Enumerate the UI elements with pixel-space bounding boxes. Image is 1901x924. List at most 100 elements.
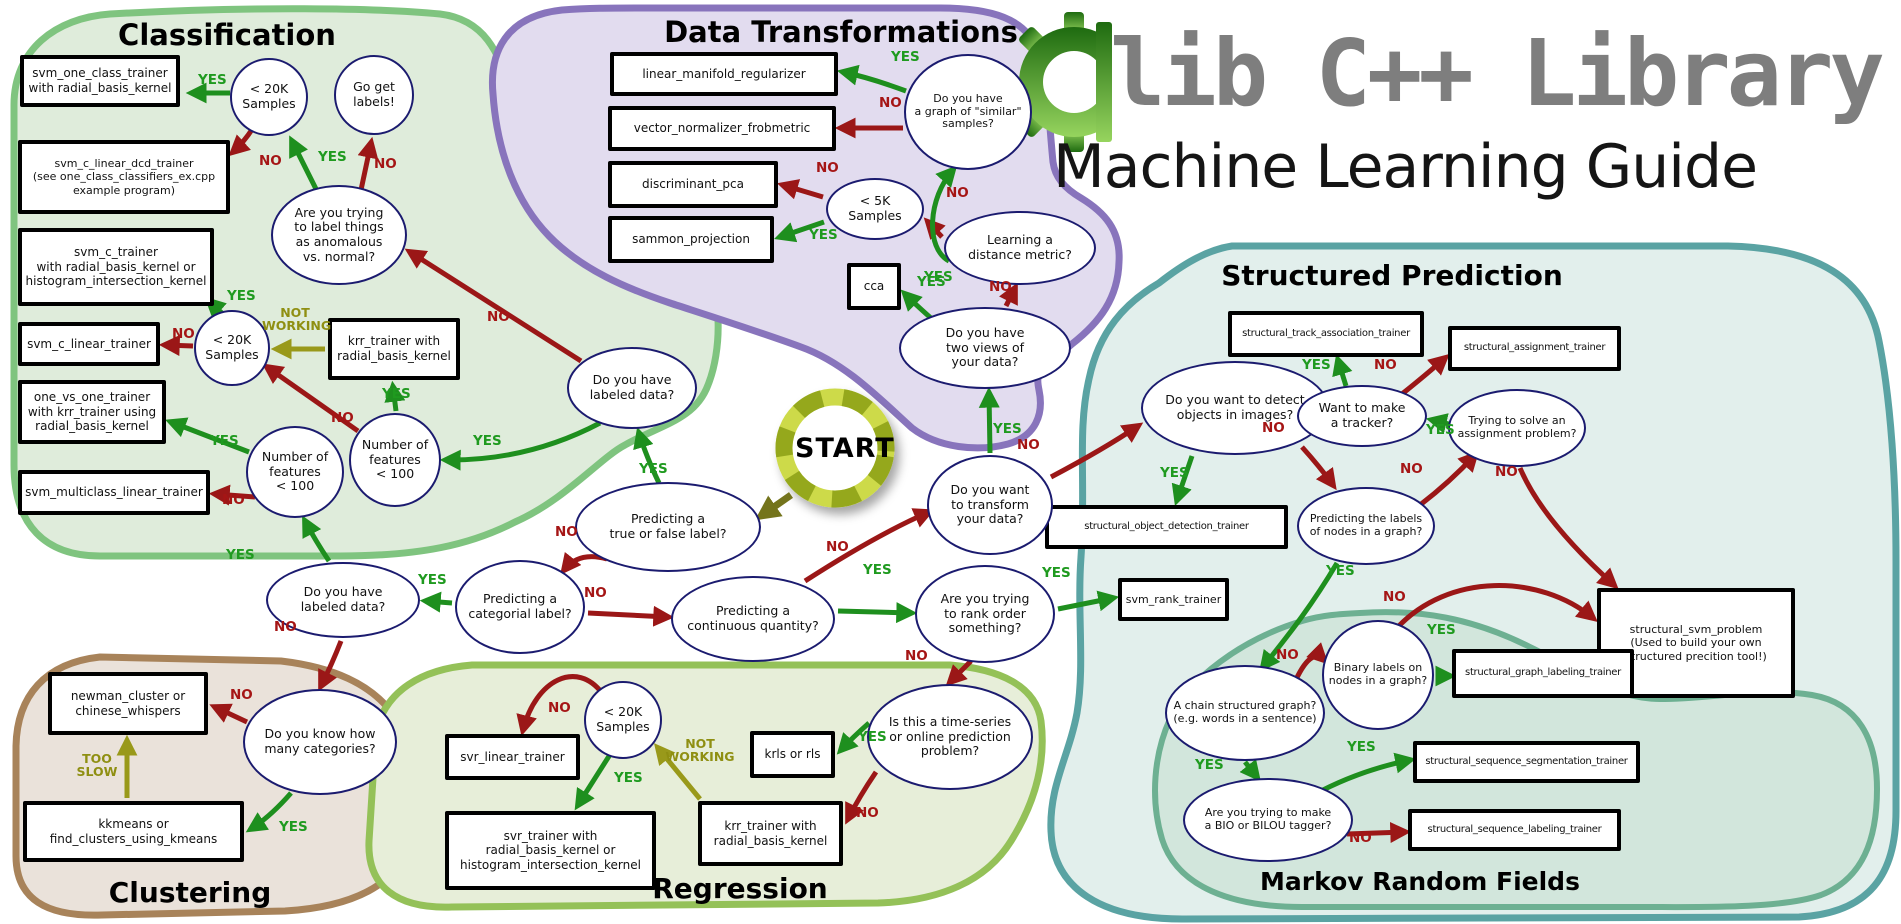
edge-anomalous-to-lt20k-class-top [289, 135, 320, 193]
edge-labeled-center-to-know-categories [318, 640, 344, 692]
node-true-false: Predicting a true or false label? [575, 482, 761, 572]
edge-label-lt20k-reg-to-svr-trainer: YES [614, 770, 643, 786]
edge-labeled-center-to-features-left [302, 515, 332, 563]
node-graph-similar: Do you have a graph of "similar" samples… [904, 54, 1032, 170]
edge-label-lt5k-to-discriminant-pca: NO [816, 160, 839, 176]
node-svm-c-linear: svm_c_linear_trainer [18, 322, 160, 366]
edge-label-timeseries-to-krls: YES [858, 729, 887, 745]
edge-label-binary-labels-to-graph-labeling: YES [1427, 622, 1456, 638]
node-vector-normalizer: vector_normalizer_frobmetric [608, 106, 836, 151]
node-one-vs-one: one_vs_one_trainer with krr_trainer usin… [18, 380, 166, 444]
edge-label-binary-labels-to-svm-problem: NO [1383, 589, 1406, 605]
region-title-data-transformations: Data Transformations [664, 15, 1018, 49]
node-labeled-center: Do you have labeled data? [266, 562, 420, 638]
edge-label-features-right-to-lt20k-class-mid: NO [331, 410, 354, 426]
edge-label-tracker-to-assignment: NO [1374, 357, 1397, 373]
edge-label-krr-reg-to-lt20k-reg: NOT WORKING [665, 736, 735, 764]
edge-transform-to-detect-objects [1049, 422, 1144, 480]
library-title: lib C++ Library [1110, 20, 1885, 127]
node-timeseries: Is this a time-series or online predicti… [867, 684, 1033, 790]
edge-assign-problem-to-tracker [1425, 413, 1450, 434]
node-krr-top: krr_trainer with radial_basis_kernel [328, 318, 460, 380]
edge-lt20k-class-mid-to-svm-c-linear [158, 335, 194, 357]
edge-detect-objects-to-pred-labels [1300, 445, 1337, 491]
node-know-categories: Do you know how many categories? [243, 689, 397, 795]
edge-label-categorial-to-labeled-center: YES [418, 572, 447, 588]
node-svm-rank: svm_rank_trainer [1118, 578, 1229, 621]
edge-label-rank-order-to-svm-rank: YES [1042, 565, 1071, 581]
node-cca: cca [847, 263, 901, 310]
edge-label-lt20k-class-mid-to-svm-c-linear: NO [172, 326, 195, 342]
node-categorial: Predicting a categorial label? [455, 560, 585, 654]
edge-label-lt5k-to-sammon: YES [809, 227, 838, 243]
edge-timeseries-to-krls [836, 721, 871, 755]
edge-label-detect-objects-to-pred-labels: NO [1262, 420, 1285, 436]
edge-label-true-false-to-labeled-arm: YES [639, 461, 668, 477]
edge-label-bio-tagger-to-seq-labeling: NO [1349, 830, 1372, 846]
edge-label-true-false-to-categorial: NO [555, 524, 578, 540]
edge-tracker-to-track-assoc [1332, 353, 1353, 387]
edge-true-false-to-labeled-arm [633, 426, 662, 485]
edge-label-two-views-to-distance-metric: NO [989, 279, 1012, 295]
edge-rank-order-to-svm-rank [1057, 590, 1120, 612]
region-title-regression: Regression [652, 872, 828, 905]
edge-continuous-to-rank-order [837, 602, 918, 624]
edge-pred-labels-to-assign-problem [1418, 450, 1480, 507]
edge-bio-tagger-to-seq-segmentation [1319, 752, 1417, 794]
node-two-views: Do you have two views of your data? [899, 307, 1071, 389]
edge-label-labeled-center-to-features-left: YES [226, 547, 255, 563]
edge-label-categorial-to-continuous: NO [584, 585, 607, 601]
edge-labeled-arm-to-anomalous [404, 248, 583, 364]
edge-rank-order-to-timeseries [945, 659, 973, 687]
node-rank-order: Are you trying to rank order something? [915, 565, 1055, 663]
node-tracker: Want to make a tracker? [1297, 385, 1427, 447]
node-continuous: Predicting a continuous quantity? [671, 576, 835, 662]
node-sammon: sammon_projection [608, 216, 774, 263]
edge-label-graph-similar-to-vector-normalizer: NO [879, 95, 902, 111]
node-bio-tagger: Are you trying to make a BIO or BILOU ta… [1183, 778, 1353, 862]
edge-lt5k-to-discriminant-pca [776, 179, 824, 200]
region-title-markov-random-fields: Markov Random Fields [1260, 867, 1580, 896]
edge-features-right-to-lt20k-class-mid [261, 363, 360, 434]
node-anomalous: Are you trying to label things as anomal… [271, 185, 407, 285]
edge-label-lt20k-class-top-to-svm-c-linear-dcd: NO [259, 153, 282, 169]
edge-label-chain-graph-to-bio-tagger: YES [1195, 757, 1224, 773]
edge-know-categories-to-newman [209, 703, 249, 725]
node-lt20k-class-top: < 20K Samples [230, 58, 308, 136]
node-labeled-arm: Do you have labeled data? [567, 347, 697, 429]
edge-label-two-views-to-cca: YES [917, 274, 946, 290]
edge-pred-labels-to-chain-graph [1259, 561, 1340, 672]
node-features-left: Number of features < 100 [246, 426, 344, 518]
edge-label-labeled-arm-to-features-right: YES [473, 433, 502, 449]
node-kkmeans: kkmeans or find_clusters_using_kmeans [23, 801, 244, 862]
node-svm-c-linear-dcd: svm_c_linear_dcd_trainer (see one_class_… [18, 140, 230, 214]
edge-label-labeled-arm-to-anomalous: NO [487, 309, 510, 325]
node-pred-labels: Predicting the labels of nodes in a grap… [1297, 487, 1435, 565]
node-svm-one-class: svm_one_class_trainer with radial_basis_… [20, 55, 180, 107]
edge-label-timeseries-to-krr-reg: NO [856, 805, 879, 821]
edge-label-continuous-to-rank-order: YES [863, 562, 892, 578]
region-title-structured-prediction: Structured Prediction [1221, 259, 1563, 292]
start-badge-ring [775, 388, 895, 508]
edge-start-to-true-false [754, 492, 794, 521]
edge-label-kkmeans-to-newman: TOO SLOW [76, 751, 118, 779]
edge-label-anomalous-to-go-get-labels: NO [374, 156, 397, 172]
node-go-get-labels: Go get labels! [334, 55, 414, 135]
edge-label-pred-labels-to-assign-problem: NO [1400, 461, 1423, 477]
edge-label-lt20k-reg-to-svr-linear: NO [548, 700, 571, 716]
edge-chain-graph-to-bio-tagger [1239, 758, 1261, 782]
edge-categorial-to-labeled-center [419, 591, 453, 613]
edge-label-features-left-to-one-vs-one: YES [210, 433, 239, 449]
edge-tracker-to-assignment [1400, 353, 1450, 396]
edge-two-views-to-distance-metric [999, 282, 1018, 308]
edge-features-right-to-krr-top [384, 380, 406, 412]
edge-label-lt20k-class-top-to-svm-one-class: YES [198, 72, 227, 88]
edge-features-left-to-one-vs-one [165, 417, 250, 455]
edge-anomalous-to-go-get-labels [357, 136, 379, 191]
node-graph-labeling: structural_graph_labeling_trainer [1452, 649, 1634, 698]
node-newman: newman_cluster or chinese_whispers [48, 672, 208, 735]
node-linear-manifold: linear_manifold_regularizer [610, 52, 838, 96]
node-discriminant-pca: discriminant_pca [608, 161, 778, 208]
edge-detect-objects-to-object-detection [1171, 455, 1195, 506]
edge-label-distance-metric-to-lt5k: NO [946, 185, 969, 201]
